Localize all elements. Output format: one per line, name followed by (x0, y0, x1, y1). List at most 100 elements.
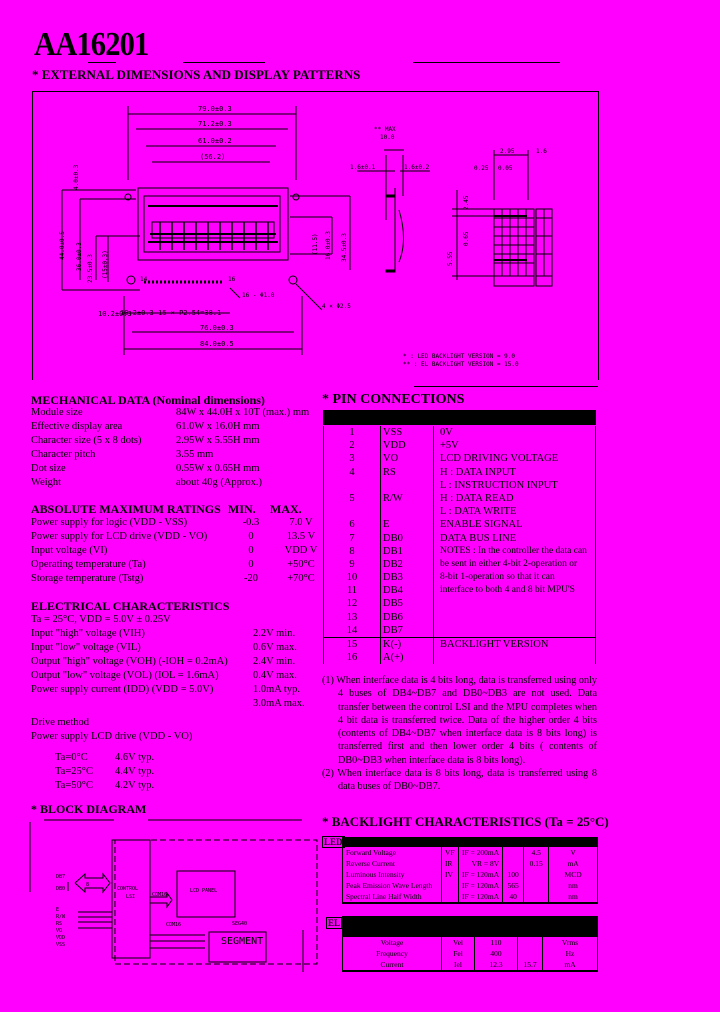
table-row: L : INSTRUCTION INPUT (323, 478, 596, 492)
svg-text:10.2±0.3: 10.2±0.3 (120, 309, 154, 317)
svg-text:16 - Φ1.0: 16 - Φ1.0 (242, 292, 275, 299)
svg-text:10.2±0.3: 10.2±0.3 (98, 310, 132, 318)
svg-text:VDD: VDD (56, 935, 65, 941)
pin-table-header (323, 410, 596, 425)
svg-text:5.55: 5.55 (447, 251, 454, 266)
svg-text:76.0±0.3: 76.0±0.3 (200, 324, 234, 332)
svg-text:44.0±0.5: 44.0±0.5 (59, 231, 66, 260)
dimension-drawing-frame (32, 91, 599, 380)
column-header-max: MAX. (270, 502, 302, 516)
svg-text:2.45: 2.45 (463, 195, 470, 210)
el-tag: EL (326, 917, 343, 929)
section-heading-block: * BLOCK DIAGRAM (31, 802, 147, 816)
drive-voltage: 4.6V typ. (115, 752, 155, 763)
svg-text:(11.5): (11.5) (312, 233, 319, 255)
svg-text:61.0±0.2: 61.0±0.2 (198, 137, 232, 145)
svg-text:0.65: 0.65 (463, 231, 470, 246)
dim-label: 79.0±0.3 (198, 105, 232, 113)
drive-temp: Ta=25°C (55, 766, 93, 777)
svg-text:R/W: R/W (56, 914, 66, 920)
rating-row: Storage temperature (Tstg)-20+70°C (31, 573, 315, 584)
electrical-row: Input "low" voltage (VIL)0.6V max. (31, 642, 297, 653)
drive-temp: Ta=0°C (55, 752, 88, 763)
divider (88, 62, 116, 63)
svg-text:E: E (56, 907, 59, 913)
electrical-row: Output "high" voltage (VOH) (-IOH = 0.2m… (31, 656, 296, 667)
svg-text:4.0±0.3: 4.0±0.3 (73, 164, 80, 190)
svg-text:COM16: COM16 (166, 922, 181, 928)
svg-text:36.0±0.3: 36.0±0.3 (76, 242, 83, 271)
rating-row: Operating temperature (Ta)0+50°C (31, 559, 315, 570)
drive-supply-label: Power supply LCD drive (VDD - VO) (31, 731, 193, 742)
svg-text:10.0: 10.0 (380, 134, 395, 141)
svg-text:DB0: DB0 (56, 886, 65, 892)
led-table-header (342, 837, 598, 847)
svg-text:1.6±0.2: 1.6±0.2 (404, 164, 430, 171)
svg-text:CONTROL: CONTROL (117, 886, 138, 892)
section-heading-electrical: ELECTRICAL CHARACTERISTICS (31, 599, 230, 613)
note-2: (2) When interface data is 8 bits long, … (322, 768, 597, 793)
svg-text:4 × Φ2.5: 4 × Φ2.5 (322, 303, 351, 310)
drive-method-label: Drive method (31, 717, 90, 728)
column-header-min: MIN. (228, 502, 256, 516)
svg-text:0.05: 0.05 (498, 165, 513, 172)
divider (413, 62, 560, 63)
svg-text:DB7: DB7 (56, 874, 65, 880)
svg-text:LCD PANEL: LCD PANEL (190, 888, 217, 894)
drive-voltage: 4.2V typ. (115, 780, 155, 791)
svg-text:* : LED BACKLIGHT VERSION = 9.: * : LED BACKLIGHT VERSION = 9.0 (403, 353, 515, 360)
svg-text:** MAX: ** MAX (374, 126, 396, 133)
svg-text:84.0±0.5: 84.0±0.5 (200, 340, 234, 348)
svg-text:** : EL BACKLIGHT VERSION = 15: ** : EL BACKLIGHT VERSION = 15.0 (403, 361, 519, 368)
svg-text:2.95: 2.95 (500, 148, 515, 155)
divider (183, 62, 265, 63)
drive-voltage: 4.4V typ. (115, 766, 155, 777)
section-heading-backlight: * BACKLIGHT CHARACTERISTICS (Ta = 25°C) (322, 814, 609, 829)
svg-text:16.0±0.3: 16.0±0.3 (325, 231, 332, 260)
svg-text:VSS: VSS (56, 942, 65, 948)
svg-text:1.6±0.1: 1.6±0.1 (350, 164, 376, 171)
electrical-row: Power supply current (IDD) (VDD = 5.0V)1… (31, 684, 300, 695)
svg-text:(15±0.3): (15±0.3) (102, 250, 109, 279)
section-heading-mechanical: MECHANICAL DATA (Nominal dimensions) (31, 393, 265, 407)
lcd-module-drawing: 79.0±0.3 71.2±0.3 61.0±0.2 (56.2) 10.2±0… (59, 105, 553, 368)
electrical-row: Input "high" voltage (VIH)2.2V min. (31, 628, 296, 639)
svg-text:8: 8 (86, 882, 89, 888)
svg-text:VO: VO (56, 928, 62, 934)
svg-text:SEG40: SEG40 (232, 921, 247, 927)
el-table-header (342, 916, 598, 937)
svg-text:23.5±0.3: 23.5±0.3 (87, 254, 94, 283)
svg-text:(56.2): (56.2) (200, 153, 225, 161)
interface-notes: (1) When interface data is 4 bits long, … (322, 674, 597, 794)
svg-text:RS: RS (56, 921, 62, 927)
